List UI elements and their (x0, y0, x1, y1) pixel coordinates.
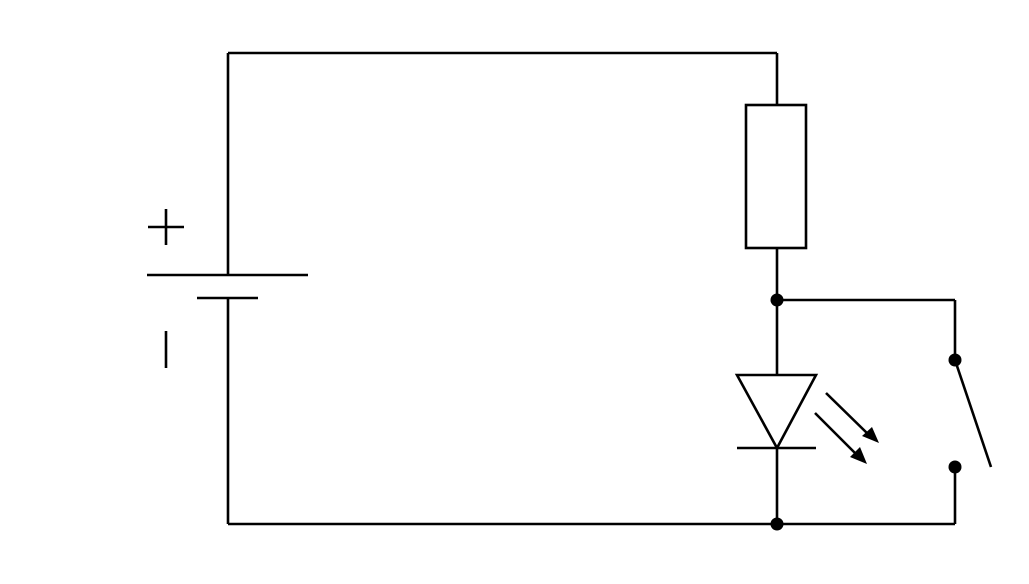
light-emission-arrows-icon (814, 392, 879, 464)
resistor-icon (744, 103, 808, 250)
open-switch-icon (948, 353, 993, 474)
battery-icon (147, 209, 308, 368)
led-triangle (734, 373, 819, 451)
junction-node-top (770, 293, 784, 307)
switch-lever (953, 359, 993, 468)
junction-node-bottom (770, 517, 784, 531)
wires (226, 51, 957, 526)
switch-terminal-top (948, 353, 962, 367)
battery-plus-mark (148, 209, 184, 245)
led-icon (734, 373, 879, 464)
switch-terminal-bottom (948, 460, 962, 474)
